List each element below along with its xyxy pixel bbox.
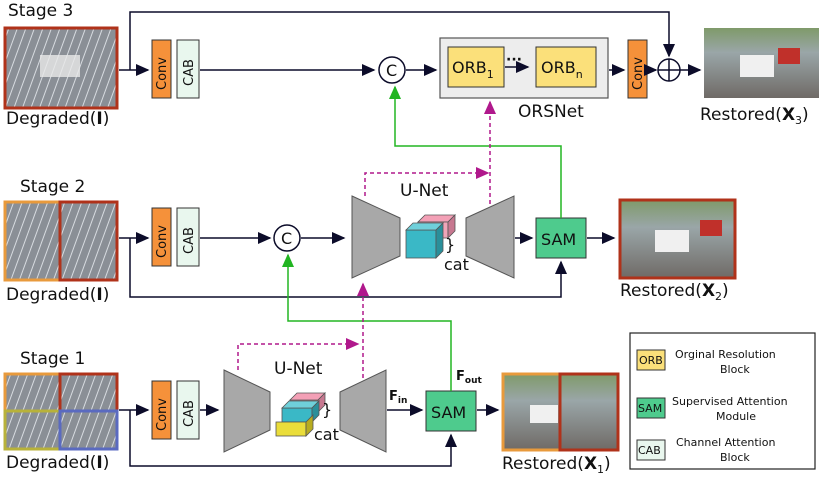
s3-skip-connection — [129, 11, 675, 70]
orb-dots: ··· — [506, 52, 522, 68]
s2-concat-node — [273, 224, 301, 252]
orb-n-block — [535, 46, 597, 88]
orb-1-block — [447, 46, 505, 88]
s1-unet-decoder — [339, 369, 387, 453]
stage2-restored-image — [618, 198, 737, 280]
svg-text:Block: Block — [720, 363, 750, 376]
stage2-restored-label: Restored(X2) — [620, 281, 729, 303]
legend-item-sam: SAM Supervised Attention Module — [636, 395, 788, 423]
s2-unet-label: U-Net — [400, 181, 449, 201]
legend-item-orb: ORB Orginal Resolution Block — [636, 348, 776, 376]
s2-cab-block — [176, 207, 200, 267]
s3-concat-label: C — [386, 61, 397, 80]
stage3-degraded-image — [3, 26, 119, 110]
s1-feature-cubes — [275, 392, 326, 437]
stage1-degraded-label: Degraded(I) — [6, 453, 109, 473]
s2-cab-label: CAB — [182, 227, 197, 254]
f-in-label: Fin — [389, 389, 407, 406]
s1-brace: } — [322, 400, 332, 419]
svg-text:Module: Module — [716, 410, 756, 423]
s1-cab-label: CAB — [182, 400, 197, 427]
s2-unet-internal-skip — [364, 167, 490, 196]
orb-n-label: ORBn — [541, 58, 583, 81]
svg-text:Orginal Resolution: Orginal Resolution — [675, 348, 776, 361]
s2-feature-cubes — [405, 214, 456, 259]
stage-2-title: Stage 2 — [20, 177, 85, 197]
s3-concat-node — [378, 56, 406, 84]
s1-sam-to-s2-concat — [282, 253, 452, 391]
stage1-restored-image — [501, 372, 620, 452]
s1-conv-label: Conv — [155, 398, 170, 431]
s1-sam-block — [425, 390, 477, 432]
s3-cab-block — [176, 39, 200, 99]
stage3-restored-image — [704, 28, 819, 98]
orb-1-label: ORB1 — [452, 58, 494, 81]
s2-skip-to-sam — [129, 238, 567, 298]
s1-sam-label: SAM — [431, 403, 466, 422]
s2-unet-decoder — [465, 195, 515, 279]
s2-conv-label: Conv — [155, 225, 170, 258]
s1-conv-block — [151, 380, 172, 440]
s2-brace: } — [445, 235, 455, 254]
s2-concat-label: C — [281, 229, 292, 248]
stage2-degraded-label: Degraded(I) — [6, 285, 109, 305]
s2-sam-label: SAM — [541, 230, 576, 249]
s3-conv-block — [151, 39, 172, 99]
s2-conv-block — [151, 207, 172, 267]
s2-cat-label: cat — [444, 255, 469, 274]
legend-item-cab: CAB Channel Attention Block — [636, 436, 775, 464]
stage1-restored-label: Restored(X1) — [502, 454, 611, 476]
s1-cab-block — [176, 380, 200, 440]
s2-sam-to-s3-concat — [389, 85, 562, 218]
stage-1-title: Stage 1 — [20, 349, 85, 369]
s1-unet-internal-skip — [237, 338, 360, 370]
f-out-label: Fout — [456, 369, 482, 386]
s1-cat-label: cat — [314, 425, 339, 444]
svg-text:Block: Block — [720, 451, 750, 464]
orsnet-label: ORSNet — [518, 102, 584, 122]
svg-text:SAM: SAM — [638, 402, 662, 415]
s1-unet-encoder — [223, 369, 271, 453]
s3-cab-label: CAB — [182, 59, 197, 86]
s3-conv-out-label: Conv — [631, 57, 646, 90]
s1-unet-label: U-Net — [274, 359, 323, 379]
svg-text:Channel Attention: Channel Attention — [676, 436, 775, 449]
stage2-degraded-image — [3, 200, 119, 282]
stage1-degraded-image — [3, 372, 119, 451]
svg-text:ORB: ORB — [639, 354, 663, 367]
stage3-restored-label: Restored(X3) — [700, 105, 809, 127]
svg-text:Supervised Attention: Supervised Attention — [672, 395, 788, 408]
svg-text:CAB: CAB — [638, 444, 661, 457]
s2-unet-encoder — [351, 195, 401, 279]
stage3-degraded-label: Degraded(I) — [6, 109, 109, 129]
s1-skip-to-sam — [129, 410, 457, 467]
s3-conv-label: Conv — [155, 57, 170, 90]
stage-3-title: Stage 3 — [8, 1, 73, 21]
